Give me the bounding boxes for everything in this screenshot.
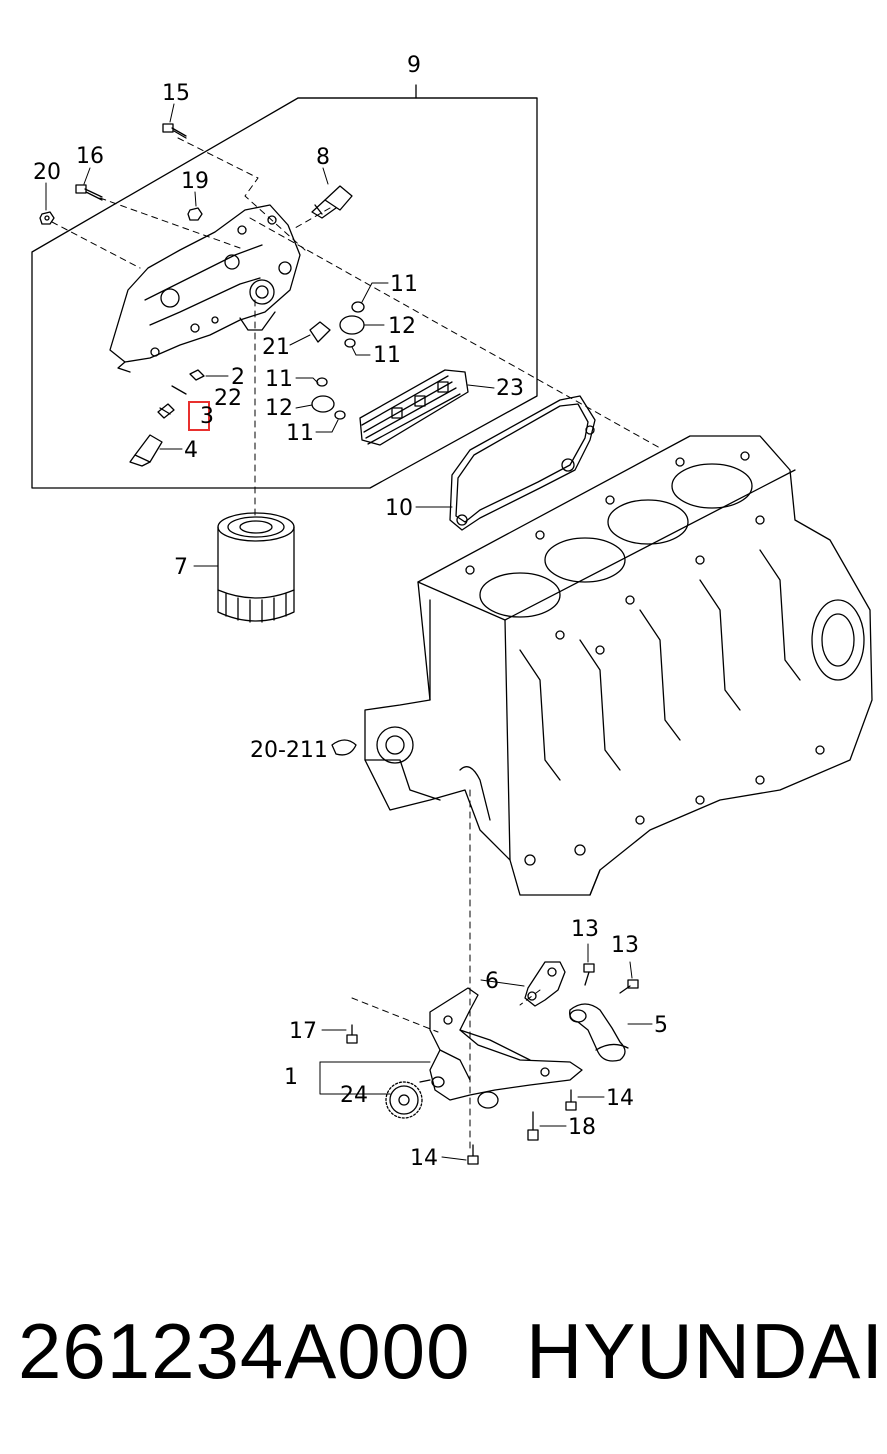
callout-6: 6 <box>485 969 499 994</box>
callout-ref-20-211: 20-211 <box>250 738 328 763</box>
callout-17: 17 <box>289 1019 317 1044</box>
callout-1: 1 <box>284 1065 298 1090</box>
callout-18: 18 <box>568 1115 596 1140</box>
sprocket-24 <box>385 1081 423 1119</box>
oil-cooler-housing <box>109 204 301 373</box>
callout-15: 15 <box>162 81 190 106</box>
callout-2: 2 <box>231 365 245 390</box>
callout-9: 9 <box>407 53 421 78</box>
callout-21: 21 <box>262 335 290 360</box>
oil-cooler-assembly-frame <box>31 84 538 489</box>
callout-16: 16 <box>76 144 104 169</box>
oil-filter-7 <box>217 512 295 623</box>
brand-name: HYUNDAI <box>526 1307 885 1395</box>
callout-5: 5 <box>654 1013 668 1038</box>
callout-24: 24 <box>340 1083 368 1108</box>
seal-20-211 <box>331 739 357 756</box>
bolt-18 <box>527 1111 539 1141</box>
callout-8: 8 <box>316 145 330 170</box>
callout-12-left: 12 <box>265 396 293 421</box>
bolt-15 <box>162 123 187 139</box>
relief-valve-4 <box>129 434 163 467</box>
nut-19 <box>187 207 203 221</box>
callout-23: 23 <box>496 376 524 401</box>
callout-14-bottom: 14 <box>410 1146 438 1171</box>
plug-21 <box>309 321 331 343</box>
callout-13-a: 13 <box>571 917 599 942</box>
sensor-8 <box>311 185 353 219</box>
callout-14-right: 14 <box>606 1086 634 1111</box>
callout-22: 22 <box>214 386 242 411</box>
part-caption: 261234A000 HYUNDAI <box>0 1296 887 1426</box>
bolt-13b <box>619 979 639 994</box>
bolt-14a <box>565 1089 577 1111</box>
nut-20 <box>39 211 55 225</box>
bracket-6 <box>524 961 566 1007</box>
callout-3: 3 <box>200 404 214 429</box>
callout-19: 19 <box>181 169 209 194</box>
gasket-10 <box>449 395 596 531</box>
callout-7: 7 <box>174 555 188 580</box>
orings-11-12 <box>311 301 365 420</box>
callout-labels: 9 15 16 20 19 8 11 12 21 11 2 11 23 22 1… <box>33 53 668 1171</box>
callout-20: 20 <box>33 160 61 185</box>
exploded-parts-diagram: 9 15 16 20 19 8 11 12 21 11 2 11 23 22 1… <box>31 53 873 1171</box>
callout-12-top: 12 <box>388 314 416 339</box>
engine-block <box>364 435 873 896</box>
oil-pump-assembly-1 <box>419 987 583 1109</box>
bolt-17 <box>346 1024 358 1044</box>
bolt-16 <box>75 184 103 201</box>
strainer-pipe-5 <box>569 1003 629 1062</box>
callout-11-mid: 11 <box>373 343 401 368</box>
bolt-14b <box>467 1144 479 1165</box>
callout-13-b: 13 <box>611 933 639 958</box>
bolt-13a <box>583 963 595 986</box>
pin-2 <box>189 369 205 381</box>
callout-4: 4 <box>184 438 198 463</box>
oil-cooler-23 <box>359 369 469 446</box>
highlight-box <box>188 401 210 431</box>
callout-11-top: 11 <box>390 272 418 297</box>
callout-11-low: 11 <box>286 421 314 446</box>
leader-lines <box>45 103 653 1161</box>
callout-11-left: 11 <box>265 367 293 392</box>
spring-3 <box>157 403 175 419</box>
assembly-lines <box>51 137 661 1151</box>
callout-10: 10 <box>385 496 413 521</box>
part-number: 261234A000 <box>18 1307 471 1395</box>
